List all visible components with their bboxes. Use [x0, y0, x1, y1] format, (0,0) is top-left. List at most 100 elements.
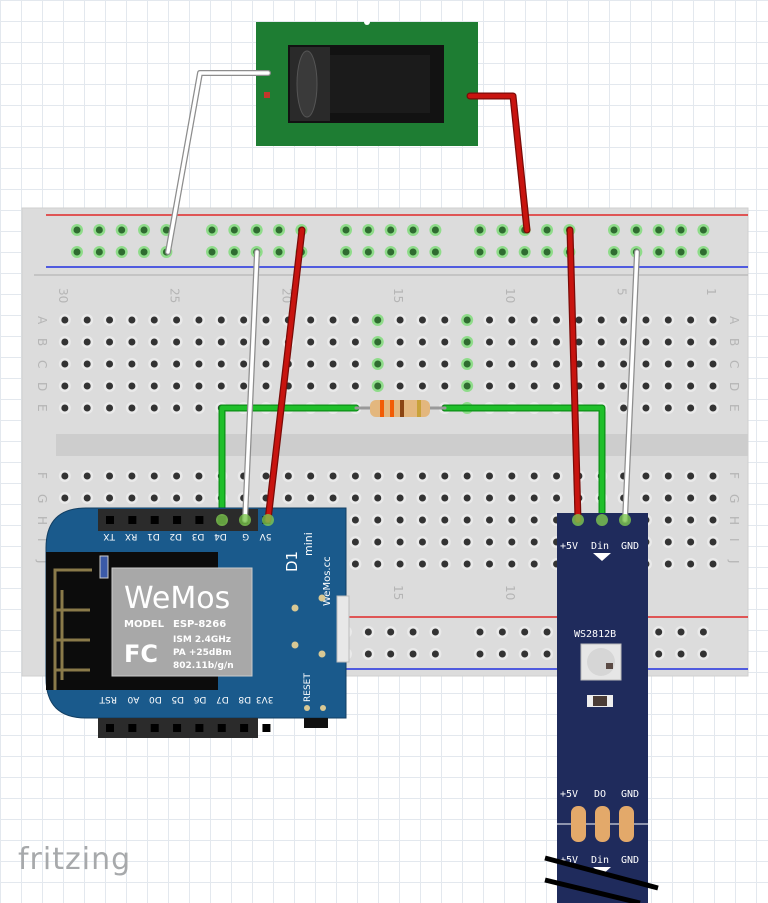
row-label: B: [727, 338, 741, 346]
strip-next-5v-label: +5V: [560, 855, 578, 866]
cut-pad-do[interactable]: [595, 806, 610, 842]
row-label: A: [727, 316, 741, 325]
pin-label: D5: [171, 694, 184, 704]
pin-label: 3V3: [256, 694, 274, 704]
fritzing-logo: fritzing: [18, 842, 132, 877]
ws2812b-led-strip: +5V Din GND WS2812B +5V DO GND +5V Din G…: [544, 513, 659, 903]
row-label: J: [727, 559, 741, 564]
reset-button[interactable]: [304, 718, 328, 728]
header-pin: [173, 724, 182, 732]
row-label: D: [35, 382, 49, 391]
pin-label: D4: [214, 531, 227, 541]
mini-label: mini: [302, 532, 315, 556]
header-pin: [106, 724, 114, 732]
resistor[interactable]: [354, 400, 447, 417]
column-number: 1: [704, 288, 718, 296]
header-pin: [150, 724, 159, 732]
pin-label: A0: [127, 694, 139, 704]
pin-label: TX: [103, 531, 116, 541]
header-pin: [262, 724, 271, 732]
strip-in-gnd-label: GND: [621, 541, 639, 552]
wemos-logo: WeMos: [124, 581, 230, 616]
column-number: 10: [503, 585, 517, 600]
header-pin: [195, 724, 204, 732]
pin-label: D3: [192, 531, 205, 541]
ws2812b-label: WS2812B: [574, 629, 616, 640]
pin-label: D6: [193, 694, 206, 704]
usb-port: [336, 595, 350, 663]
row-label: F: [727, 472, 741, 479]
header-pin: [173, 516, 182, 524]
header-pin: [217, 724, 226, 732]
smd-component: [99, 555, 109, 579]
row-label: G: [727, 494, 741, 503]
d1-label: D1: [283, 551, 301, 572]
row-label: A: [35, 316, 49, 325]
row-label: J: [35, 559, 49, 564]
row-label: C: [35, 360, 49, 368]
header-pin: [128, 724, 137, 732]
spec-wifi: 802.11b/g/n: [173, 661, 234, 671]
row-label: E: [727, 404, 741, 412]
pin-label: D8: [238, 694, 251, 704]
pin-label: D0: [149, 694, 162, 704]
wires: [165, 70, 606, 524]
cut-pad-gnd[interactable]: [619, 806, 634, 842]
pin-label: RX: [125, 531, 137, 541]
column-number: 15: [391, 288, 405, 303]
row-label: D: [727, 382, 741, 391]
header-pin: [195, 516, 204, 524]
strip-next-gnd-label: GND: [621, 855, 639, 866]
esp8266-module: [111, 567, 253, 677]
strip-in-5v-label: +5V: [560, 541, 578, 552]
column-number: 25: [168, 288, 182, 303]
antenna-trace: [53, 568, 92, 690]
strip-out-5v-label: +5V: [560, 789, 578, 800]
center-channel: [56, 434, 748, 456]
reset-label: RESET: [303, 673, 313, 702]
strip-in-din-label: Din: [591, 541, 609, 552]
spec-pa: PA +25dBm: [173, 648, 232, 658]
cut-pad-5v[interactable]: [571, 806, 586, 842]
row-label: G: [35, 494, 49, 503]
row-label: B: [35, 338, 49, 346]
column-number: 5: [615, 288, 629, 296]
row-label: H: [35, 516, 49, 525]
row-label: I: [727, 538, 741, 542]
header-pin: [106, 516, 114, 524]
column-number: 20: [279, 288, 293, 303]
header-pin: [128, 516, 137, 524]
pin-label: 5V: [259, 531, 272, 541]
header-pin: [240, 724, 249, 732]
pin-label: D7: [216, 694, 229, 704]
model-label: MODEL: [124, 619, 165, 630]
row-label: C: [727, 360, 741, 368]
strip-out-do-label: DO: [594, 789, 606, 800]
wemos-d1-mini: WeMos MODEL ESP-8266 FC ISM 2.4GHz PA +2…: [45, 507, 350, 738]
column-number: 10: [503, 288, 517, 303]
break-line: [544, 855, 659, 891]
break-line: [544, 877, 641, 903]
wemos-site: WeMos.cc: [322, 556, 333, 606]
direction-arrow-icon: [593, 553, 611, 561]
strip-next-din-label: Din: [591, 855, 609, 866]
spec-ism: ISM 2.4GHz: [173, 635, 231, 645]
row-label: H: [727, 516, 741, 525]
row-label: E: [35, 404, 49, 412]
dc-power-jack: [256, 19, 478, 146]
pin-label: G: [242, 531, 249, 541]
column-number: 30: [56, 288, 70, 303]
row-label: F: [35, 472, 49, 479]
fcc-logo: FC: [124, 640, 158, 668]
pin-label: RST: [99, 694, 117, 704]
header-pin: [150, 516, 159, 524]
column-number: 15: [391, 585, 405, 600]
pin-label: D1: [147, 531, 160, 541]
pin-label: D2: [169, 531, 182, 541]
capacitor: [593, 696, 607, 706]
strip-out-gnd-label: GND: [621, 789, 639, 800]
chip-model: ESP-8266: [173, 619, 226, 630]
row-label: I: [35, 538, 49, 542]
breadboard-labels: A A B B C C D D E E F F G G H H I I J J 30 25 20 15 10 5 1 15 10: [35, 288, 741, 600]
